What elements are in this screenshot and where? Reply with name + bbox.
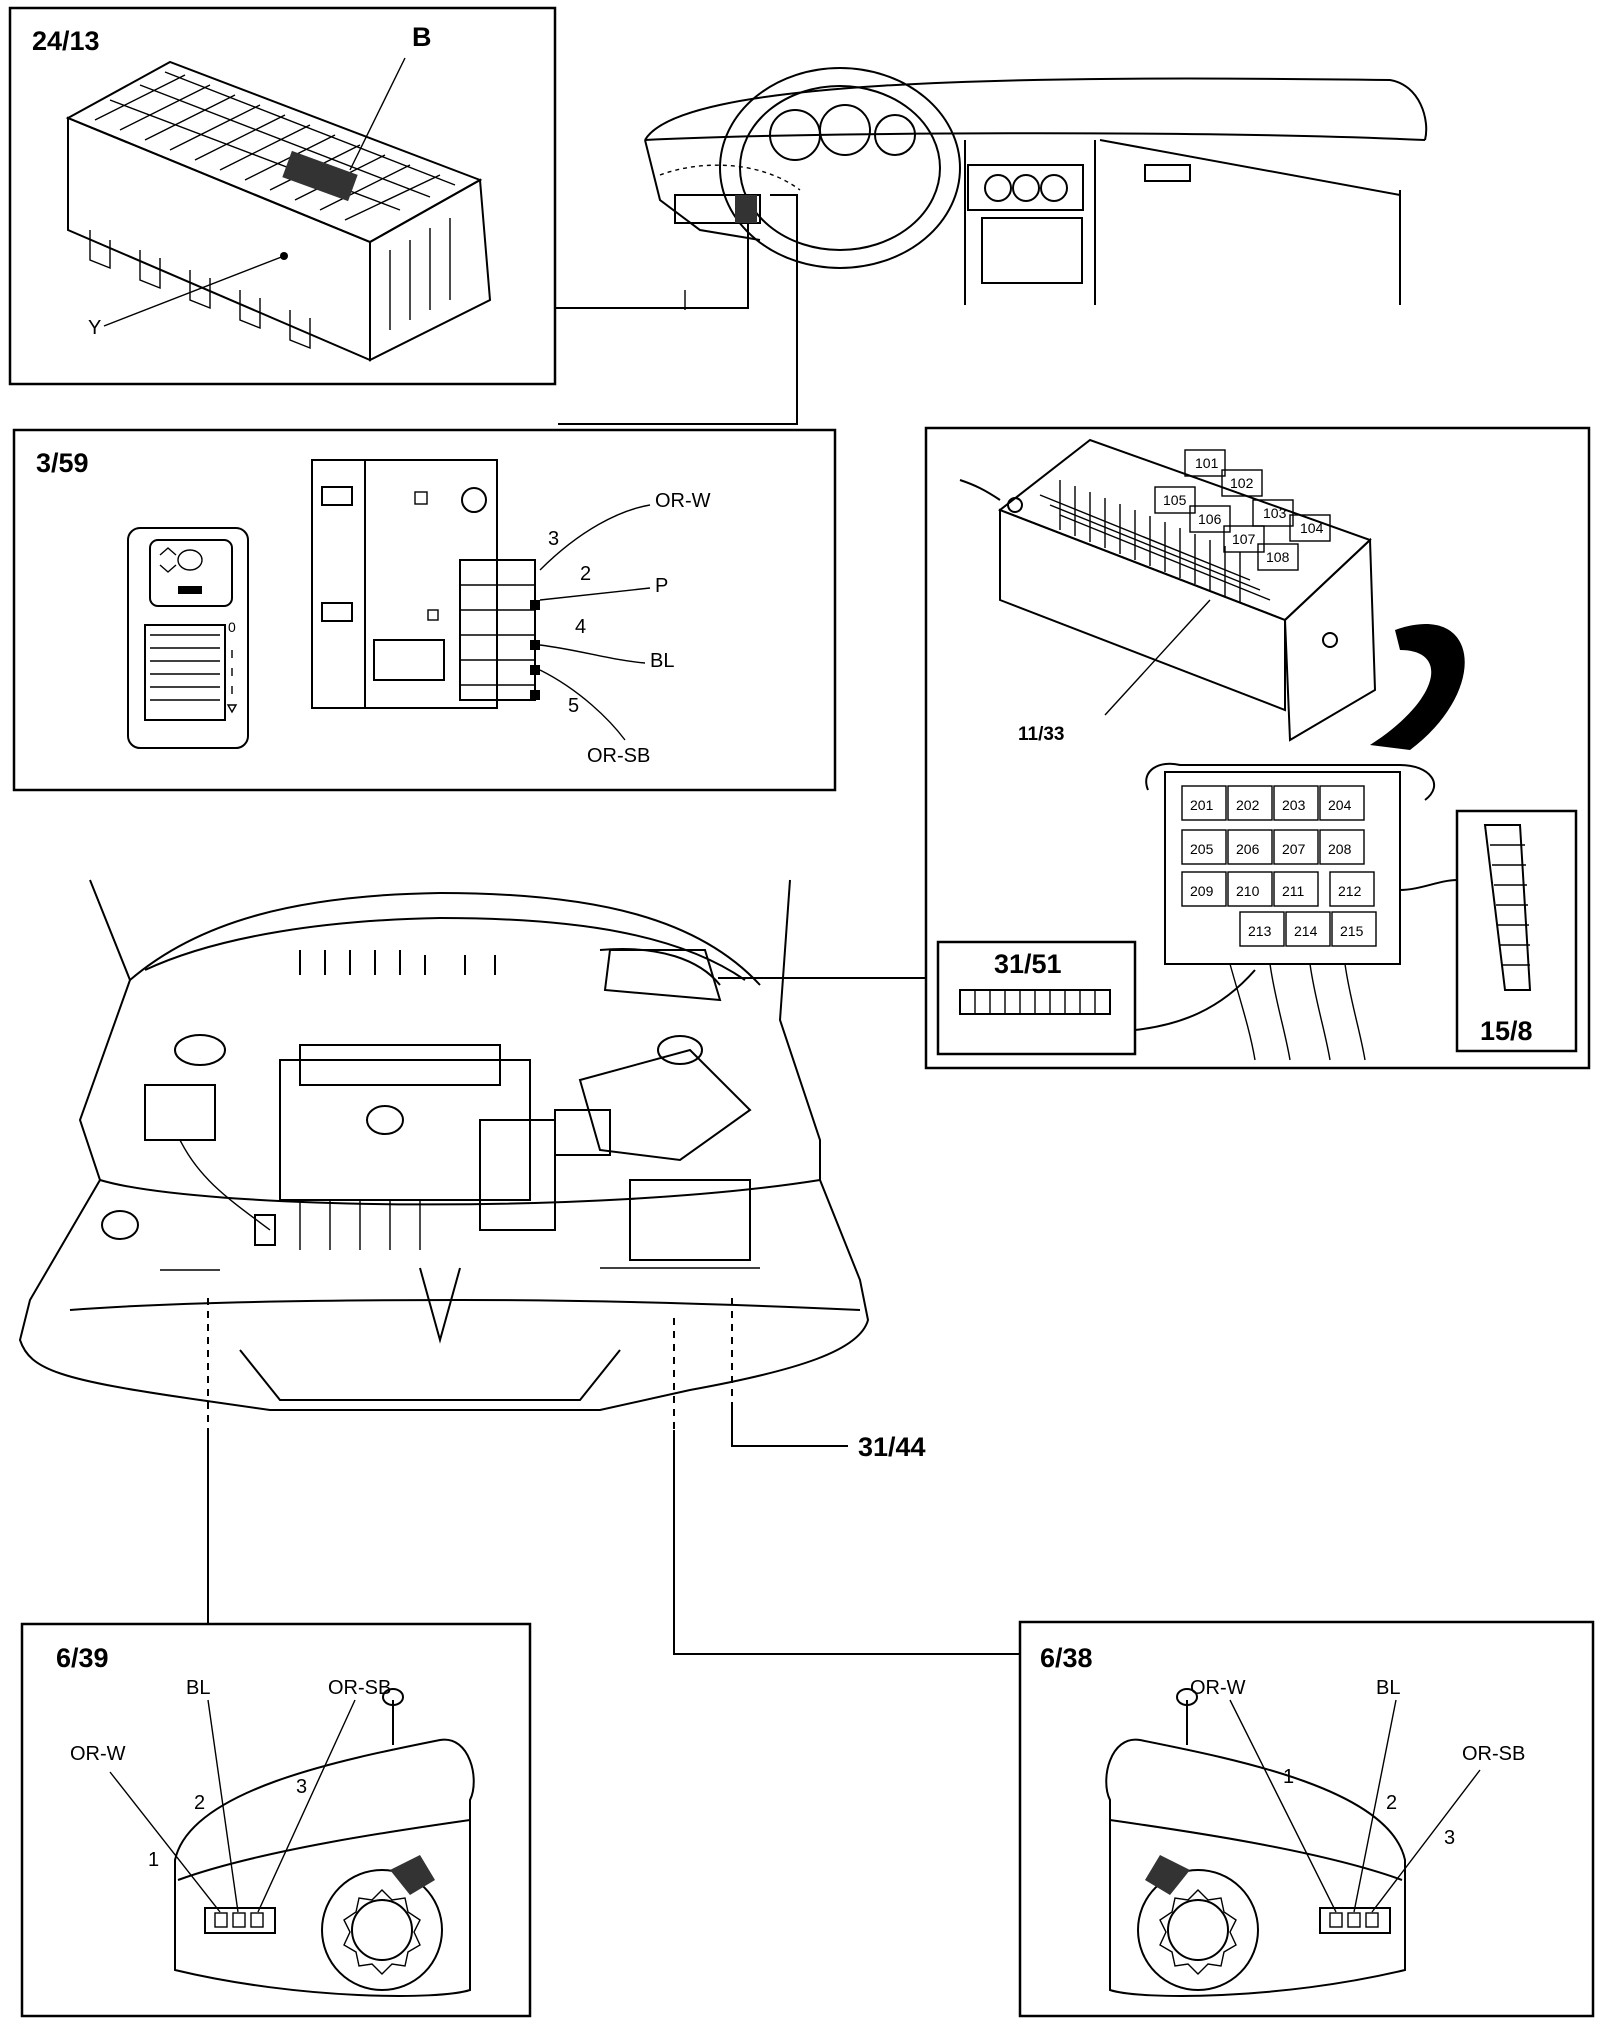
label-y: Y: [88, 317, 101, 339]
pin-2: 2: [194, 1792, 205, 1814]
location-leaders: [207, 1298, 1020, 1655]
panel-fusebox: 101 102 103 104 105 106 107 108 11/33: [924, 426, 1591, 1070]
wire-bl: BL: [186, 1677, 210, 1699]
headlamp-level-switch-side: [311, 459, 540, 709]
ref-6-39: 6/39: [56, 1643, 109, 1673]
wire-or-sb: OR-SB: [328, 1677, 391, 1699]
relay-107: 107: [1232, 531, 1256, 547]
relay-211: 211: [1282, 883, 1305, 899]
relay-204: 204: [1328, 797, 1352, 813]
pin-3: 3: [1444, 1827, 1455, 1849]
connector-31-51: 31/51: [936, 940, 1256, 1056]
pin-4: 4: [575, 616, 586, 638]
wire-or-sb: OR-SB: [587, 745, 650, 767]
scale-zero: 0: [228, 619, 236, 635]
wire-bl: BL: [1376, 1677, 1400, 1699]
relay-104: 104: [1300, 520, 1324, 536]
relay-201: 201: [1190, 797, 1214, 813]
ref-6-38: 6/38: [1040, 1643, 1093, 1673]
relay-209: 209: [1190, 883, 1214, 899]
pin-5: 5: [568, 695, 579, 717]
relay-101: 101: [1195, 455, 1219, 471]
pin-2: 2: [1386, 1792, 1397, 1814]
relay-215: 215: [1340, 923, 1364, 939]
relay-210: 210: [1236, 883, 1260, 899]
ref-24-13: 24/13: [32, 26, 100, 56]
wire-or-w: OR-W: [70, 1743, 126, 1765]
relay-207: 207: [1282, 841, 1306, 857]
relay-106: 106: [1198, 511, 1222, 527]
relay-105: 105: [1163, 492, 1187, 508]
relay-205: 205: [1190, 841, 1214, 857]
relay-102: 102: [1230, 475, 1254, 491]
relay-108: 108: [1266, 549, 1290, 565]
panel-24-13: 24/13 B Y: [8, 6, 557, 386]
pin-3: 3: [548, 528, 559, 550]
relay-208: 208: [1328, 841, 1352, 857]
relay-200-grid: 201 202 203 204 205 206 207 208 209 210 …: [1181, 785, 1377, 947]
relay-214: 214: [1294, 923, 1318, 939]
relay-206: 206: [1236, 841, 1260, 857]
ref-31-44: 31/44: [858, 1432, 926, 1462]
panel-6-39: 6/39 BL OR-SB OR-W 1 2 3: [20, 1622, 532, 2018]
wire-or-sb: OR-SB: [1462, 1743, 1525, 1765]
relay-box-drawing: [1145, 762, 1436, 1061]
leader-24-13: [555, 214, 749, 309]
relay-100-labels: 101 102 103 104 105 106 107 108: [1154, 449, 1331, 571]
ref-15-8: 15/8: [1480, 1016, 1533, 1046]
relay-103: 103: [1263, 505, 1287, 521]
ref-31-51: 31/51: [994, 949, 1062, 979]
central-electronic-module-drawing: [65, 57, 492, 362]
wire-p: P: [655, 575, 668, 597]
switch-wire-leaders: [539, 504, 651, 741]
leader-3-59: [558, 194, 798, 425]
headlamp-level-switch-front: 0: [127, 527, 249, 749]
pin-3: 3: [296, 1776, 307, 1798]
pin-2: 2: [580, 563, 591, 585]
pin-1: 1: [1283, 1766, 1294, 1788]
panel-6-38: 6/38 OR-W BL OR-SB 1 2 3: [1018, 1620, 1595, 2018]
relay-203: 203: [1282, 797, 1306, 813]
dashboard-drawing: [644, 67, 1428, 310]
central-fuse-box-drawing: [959, 438, 1465, 750]
wire-or-w: OR-W: [655, 490, 711, 512]
relay-202: 202: [1236, 797, 1260, 813]
pin-1: 1: [148, 1849, 159, 1871]
motor-wire-leaders-left: [109, 1699, 356, 1913]
connector-15-8: 15/8: [1399, 809, 1578, 1053]
headlamp-leveling-motor-left: [174, 1688, 475, 1997]
relay-212: 212: [1338, 883, 1362, 899]
panel-3-59: 3/59 0: [12, 428, 837, 792]
engine-bay-drawing: [18, 879, 870, 1411]
label-b: B: [412, 22, 432, 52]
motor-wire-leaders-right: [1229, 1699, 1481, 1913]
wire-bl: BL: [650, 650, 674, 672]
wire-or-w: OR-W: [1190, 1677, 1246, 1699]
relay-213: 213: [1248, 923, 1272, 939]
ref-3-59: 3/59: [36, 448, 89, 478]
ref-11-33: 11/33: [1018, 724, 1065, 745]
